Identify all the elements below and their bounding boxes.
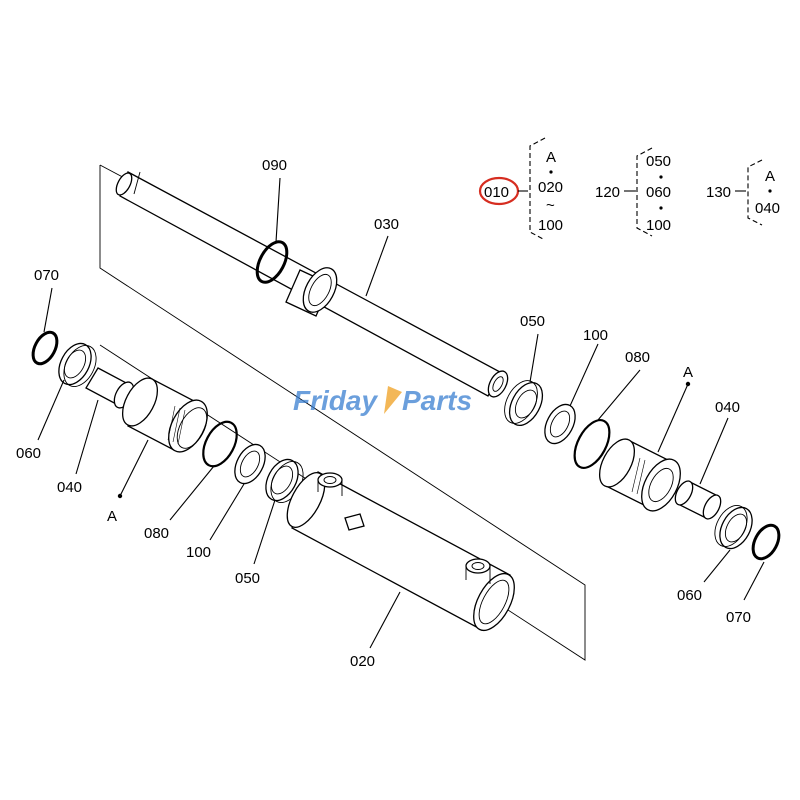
o-ring-080-left — [202, 420, 238, 468]
seal-060-left — [58, 342, 97, 387]
label-060-right: 060 — [677, 587, 702, 604]
label-050-left: 050 — [235, 570, 260, 587]
part-labels: 090 030 070 060 040 A 080 100 050 020 05… — [16, 157, 751, 670]
label-040-left: 040 — [57, 479, 82, 496]
watermark-text-parts: Parts — [402, 385, 472, 416]
piston-rod-030 — [115, 171, 509, 398]
leader-lines — [37, 177, 765, 649]
legend-120-item-050: 050 — [646, 153, 671, 170]
end-cap-a-right — [598, 438, 681, 512]
legend-120-item-060: 060 — [646, 184, 671, 201]
backup-ring-100-left — [234, 443, 266, 485]
bushing-040-right — [674, 480, 722, 520]
legend-group-130: 130 A 040 — [706, 159, 780, 226]
end-cap-a-left — [121, 377, 208, 453]
cylinder-tube-020 — [286, 471, 515, 632]
ring-090 — [255, 240, 289, 284]
label-020: 020 — [350, 653, 375, 670]
legend-130-item-a: A — [765, 168, 775, 185]
watermark-logo-mark — [384, 386, 402, 414]
legend-130-item-040: 040 — [755, 200, 780, 217]
legend-010-item-a: A — [546, 149, 556, 166]
label-090: 090 — [262, 157, 287, 174]
label-070-left: 070 — [34, 267, 59, 284]
label-080-left: 080 — [144, 525, 169, 542]
label-100-right: 100 — [583, 327, 608, 344]
legend-010-item-020: 020 — [538, 179, 563, 196]
label-050-right: 050 — [520, 313, 545, 330]
snap-ring-070-left — [31, 330, 59, 366]
label-080-right: 080 — [625, 349, 650, 366]
label-a-left: A — [107, 508, 117, 525]
point-a-left-dot — [117, 493, 123, 499]
o-ring-080-right — [573, 419, 611, 469]
label-030: 030 — [374, 216, 399, 233]
svg-text:~: ~ — [546, 197, 555, 214]
seal-060-right — [714, 505, 753, 550]
friday-parts-watermark: Friday Parts — [293, 385, 472, 416]
seal-050-right — [504, 380, 544, 426]
legend-id-130: 130 — [706, 184, 731, 201]
backup-ring-100-right — [544, 403, 576, 445]
snap-ring-070-right — [751, 523, 781, 561]
legend-010-item-100: 100 — [538, 217, 563, 234]
watermark-text-friday: Friday — [293, 385, 378, 416]
label-070-right: 070 — [726, 609, 751, 626]
legend-id-120: 120 — [595, 184, 620, 201]
point-a-right-dot — [685, 381, 691, 387]
legend-group-010: 010 A 020 ~ 100 — [478, 137, 563, 241]
legend-group-120: 120 050 060 100 — [595, 147, 671, 237]
label-060-left: 060 — [16, 445, 41, 462]
label-a-right: A — [683, 364, 693, 381]
legend-120-item-100: 100 — [646, 217, 671, 234]
legend-id-010: 010 — [484, 184, 509, 201]
label-100-left: 100 — [186, 544, 211, 561]
label-040-right: 040 — [715, 399, 740, 416]
